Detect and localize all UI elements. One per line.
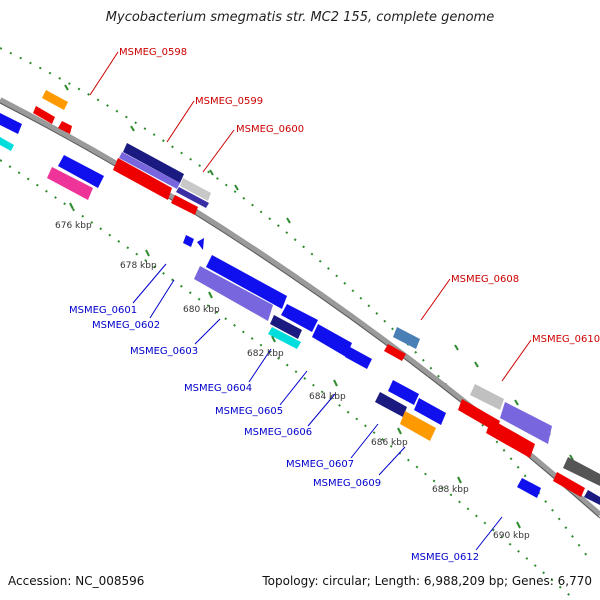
- outer-guide-dotted-ring: [0, 47, 591, 561]
- gene-arrow-purple-0599[interactable]: [119, 152, 180, 189]
- gene-arrow-blue-0601[interactable]: [183, 235, 194, 247]
- gene-label[interactable]: MSMEG_0612: [411, 552, 479, 563]
- tick-label: 680 kbp: [183, 305, 220, 315]
- gene-arrow-blue-0607[interactable]: [388, 380, 419, 405]
- gene-label[interactable]: MSMEG_0609: [313, 478, 381, 489]
- forward-gene-labels: MSMEG_0598 MSMEG_0599 MSMEG_0600 MSMEG_0…: [119, 47, 600, 345]
- gene-label[interactable]: MSMEG_0598: [119, 47, 187, 58]
- gene-label[interactable]: MSMEG_0606: [244, 427, 312, 438]
- gene-arrow-orange-0598[interactable]: [42, 90, 68, 110]
- gene-label[interactable]: MSMEG_0602: [92, 320, 160, 331]
- gene-arrow-navy-0604[interactable]: [270, 315, 302, 339]
- reverse-gene-labels: MSMEG_0601 MSMEG_0602 MSMEG_0603 MSMEG_0…: [69, 305, 479, 563]
- gene-arrow-blue-0605[interactable]: [312, 324, 352, 357]
- gene-arrow-blue-0604[interactable]: [281, 304, 318, 332]
- inner-tick-marks: [69, 202, 521, 529]
- gene-arrow-blue-676[interactable]: [58, 155, 104, 188]
- gene-arrow-red-0600[interactable]: [171, 195, 198, 215]
- tick-label: 684 kbp: [309, 392, 346, 402]
- tick-label: 690 kbp: [493, 531, 530, 541]
- gene-label[interactable]: MSMEG_0610: [532, 334, 600, 345]
- gene-arrow-orange-0609[interactable]: [400, 411, 436, 441]
- gene-arrow-red-0599[interactable]: [113, 158, 172, 200]
- gene-label[interactable]: MSMEG_0599: [195, 96, 263, 107]
- tick-label: 676 kbp: [55, 221, 92, 231]
- gene-arrow-navy-0599[interactable]: [123, 143, 184, 183]
- gene-label[interactable]: MSMEG_0604: [184, 383, 252, 394]
- gene-arrow-navy-0600[interactable]: [176, 187, 209, 208]
- gene-arrow-blue-0603[interactable]: [206, 255, 287, 309]
- gene-arrow-purple-0603[interactable]: [194, 266, 273, 321]
- gene-arrow-steelblue-0608[interactable]: [393, 327, 420, 349]
- tick-label: 686 kbp: [371, 438, 408, 448]
- tick-labels: 676 kbp 678 kbp 680 kbp 682 kbp 684 kbp …: [55, 221, 530, 541]
- reverse-gene-arrows: [0, 113, 541, 498]
- gene-label[interactable]: MSMEG_0603: [130, 346, 198, 357]
- gene-arrow-cyan-left[interactable]: [0, 137, 14, 151]
- gene-arrow-darkgrey-right[interactable]: [563, 457, 600, 486]
- gene-arrow-magenta-676[interactable]: [47, 167, 93, 200]
- gene-arrow-blue-0605b[interactable]: [345, 347, 372, 369]
- gene-arrow-cyan-0604[interactable]: [268, 327, 301, 349]
- reverse-callout-lines: [132, 263, 503, 551]
- gene-arrow-blue-0607b[interactable]: [414, 398, 446, 425]
- gene-arrow-navy-0607[interactable]: [375, 392, 407, 417]
- gene-label[interactable]: MSMEG_0601: [69, 305, 137, 316]
- gene-label[interactable]: MSMEG_0607: [286, 459, 354, 470]
- gene-arrow-grey-0610[interactable]: [470, 384, 504, 410]
- gene-arrow-purple-0610[interactable]: [500, 402, 552, 444]
- forward-callout-lines: [89, 51, 532, 382]
- gene-label[interactable]: MSMEG_0600: [236, 124, 304, 135]
- accession-text: Accession: NC_008596: [8, 574, 145, 588]
- gene-arrow-red-tiny[interactable]: [58, 121, 72, 134]
- tick-label: 688 kbp: [432, 485, 469, 495]
- gene-arrow-red-0608[interactable]: [384, 344, 406, 361]
- map-title: Mycobacterium smegmatis str. MC2 155, co…: [105, 10, 495, 25]
- gene-arrow-blue-0612[interactable]: [517, 478, 541, 498]
- gene-label[interactable]: MSMEG_0605: [215, 406, 283, 417]
- gene-arrow-red-small[interactable]: [33, 106, 55, 124]
- gene-arrow-grey-0600[interactable]: [180, 178, 211, 201]
- gene-arrow-blue-0602[interactable]: [197, 238, 204, 250]
- genome-summary-text: Topology: circular; Length: 6,988,209 bp…: [262, 574, 592, 588]
- gene-arrow-red-right[interactable]: [553, 472, 585, 497]
- forward-gene-arrows: [33, 90, 600, 505]
- tick-label: 682 kbp: [247, 349, 284, 359]
- tick-label: 678 kbp: [120, 261, 157, 271]
- gene-arrow-blue-left[interactable]: [0, 113, 22, 134]
- gene-arrow-red-0610b[interactable]: [486, 419, 535, 458]
- gene-label[interactable]: MSMEG_0608: [451, 274, 519, 285]
- gene-arrow-navy-right[interactable]: [584, 490, 600, 505]
